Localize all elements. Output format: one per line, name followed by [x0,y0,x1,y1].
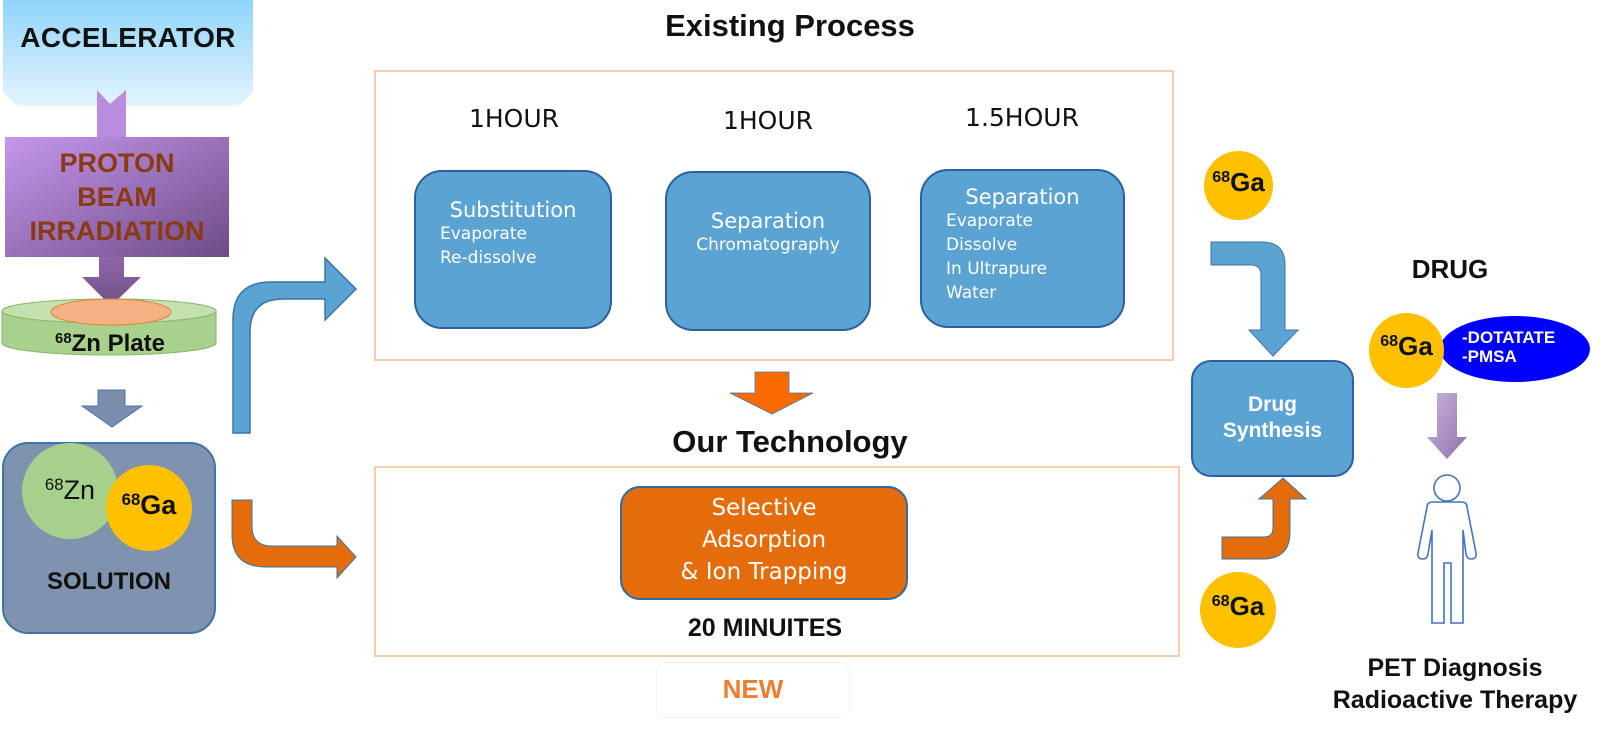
element-symbol: Zn [63,475,96,505]
step-separation-chromatography: Separation Chromatography [665,171,871,331]
accelerator-shape [3,0,253,106]
zinc-label: 68Zn [22,475,118,506]
plate-to-solution-arrow [80,389,144,428]
drug-title: DRUG [1411,254,1489,284]
selective-adsorption-step: Selective Adsorption & Ion Trapping [620,486,908,600]
step-1-duration: 1HOUR [468,104,560,133]
beam-arrow-top [97,90,126,145]
isotope-mass: 68 [1211,592,1230,611]
ligand-list: -DOTATATE -PMSA [1462,328,1592,366]
drug-to-patient-arrow [1427,393,1467,459]
gallium-circle-bottom [1200,572,1276,648]
zn-plate [1,310,217,356]
new-badge [656,662,850,718]
our-technology-title: Our Technology [672,424,908,459]
tech-line: & Ion Trapping [680,559,848,585]
zinc-circle [22,443,118,539]
isotope-mass: 68 [44,474,64,494]
tech-duration: 20 MINUITES [687,614,843,642]
solution-label: SOLUTION [47,568,171,595]
isotope-mass: 68 [1212,168,1231,187]
proton-beam-label: PROTON BEAM IRRADIATION [5,146,229,248]
isotope-mass: 68 [55,330,72,347]
gallium-circle-top [1204,151,1273,220]
drug-synthesis-box: Drug Synthesis [1191,360,1354,477]
irradiated-spot [50,298,172,326]
zn-plate-label: 68Zn Plate [0,330,220,358]
element-symbol: Ga [1229,591,1265,621]
step-title: Separation [965,185,1080,209]
tech-line: Adsorption [701,527,827,553]
gallium-label-bottom: 68Ga [1200,591,1276,622]
proton-beam-box [5,137,229,257]
new-label: NEW [722,674,784,704]
gallium-circle [106,465,192,551]
ligand-ellipse [1440,316,1590,382]
ga-to-synthesis-arrow [1210,241,1300,357]
element-symbol: Ga [1398,331,1433,361]
outcome-line: PET Diagnosis [1367,654,1543,682]
accelerator-label: ACCELERATOR [20,22,236,53]
beam-line-1: PROTON [59,148,175,178]
beam-line-2: BEAM [77,182,157,212]
step-substitution: Substitution Evaporate Re-dissolve [414,170,612,329]
step-detail: Re-dissolve [440,248,537,268]
step-detail: Water [946,283,997,303]
step-detail: Evaporate [440,224,527,244]
step-title: Substitution [449,198,577,222]
element-symbol: Ga [1230,167,1265,197]
isotope-mass: 68 [1380,332,1399,351]
existing-process-title: Existing Process [665,8,915,43]
gallium-label-top: 68Ga [1204,167,1273,198]
our-technology-box [374,466,1180,657]
gallium-circle-drug [1369,313,1444,388]
element-symbol: Ga [140,490,177,520]
person-outline-icon [1417,474,1477,624]
step-3-duration: 1.5HOUR [965,103,1079,132]
ligand-item: -DOTATATE [1462,328,1556,347]
gallium-label: 68Ga [106,490,192,521]
step-detail: Chromatography [696,235,840,255]
beam-arrow-down [82,257,141,306]
ligand-item: -PMSA [1462,347,1517,366]
existing-path-arrow [232,256,358,434]
gallium-label-drug: 68Ga [1369,331,1444,362]
step-detail: Evaporate [946,211,1033,231]
tech-path-arrow [231,499,357,580]
plate-text: Zn Plate [71,330,165,357]
step-title: Separation [710,209,826,233]
synthesis-line: Synthesis [1222,419,1323,442]
beam-line-3: IRRADIATION [29,216,205,246]
isotope-mass: 68 [121,489,141,509]
synthesis-line: Drug [1248,393,1297,416]
step-detail: Dissolve [946,235,1018,255]
existing-to-tech-arrow [729,371,814,415]
tech-line: Selective [711,495,817,521]
step-detail: In Ultrapure [946,259,1048,279]
outcome-label: PET Diagnosis Radioactive Therapy [1310,652,1600,716]
outcome-line: Radioactive Therapy [1332,686,1578,714]
step-separation-evaporate: Separation Evaporate Dissolve In Ultrapu… [920,169,1125,328]
tech-to-synthesis-arrow [1221,477,1308,560]
existing-process-box [374,70,1174,361]
step-2-duration: 1HOUR [722,106,814,135]
